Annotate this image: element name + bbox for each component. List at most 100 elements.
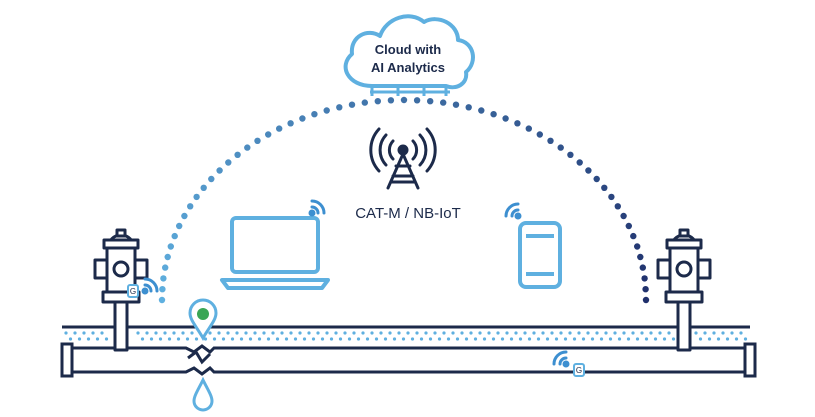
pipe-water-dot <box>523 331 527 335</box>
arc-dot <box>634 243 641 250</box>
pipe-water-dot <box>158 337 163 341</box>
arc-dot <box>625 222 632 230</box>
pipe-water-dot <box>446 337 451 341</box>
arc-dot <box>502 115 509 122</box>
pipe-water-dot <box>392 337 397 341</box>
pipe-water-dot <box>311 337 316 341</box>
arc-dot <box>361 99 368 106</box>
pipe-water-dot <box>73 331 77 335</box>
arc-dot <box>200 184 207 191</box>
arc-dot <box>547 137 554 144</box>
pipe-water-dot <box>217 331 221 335</box>
pipe-water-dot <box>590 337 595 341</box>
pipe-water-dot <box>577 331 581 335</box>
arc-dot <box>490 111 497 118</box>
pipe-water-dot <box>284 337 289 341</box>
pipe-water-dot <box>271 331 275 335</box>
pipe-water-dot <box>482 337 487 341</box>
arc-dot <box>630 232 637 240</box>
pipe-water-dot <box>730 331 734 335</box>
arc-dot <box>208 175 215 183</box>
arc-dot <box>216 167 223 174</box>
pipe-water-dot <box>86 337 91 341</box>
pipe-water-dot <box>307 331 311 335</box>
pipe-water-dot <box>563 337 568 341</box>
wifi-signal-icon <box>504 202 522 220</box>
pipe-water-dot <box>82 331 86 335</box>
arc-dot <box>614 203 621 210</box>
pipe-water-dot <box>343 331 347 335</box>
pipe-water-dot <box>149 337 154 341</box>
pipe-water-dot <box>194 337 199 341</box>
wifi-signal-icon <box>308 199 326 217</box>
arc-dot <box>299 115 306 122</box>
pipe-water-dot <box>527 337 532 341</box>
pipe-water-dot <box>212 337 217 341</box>
pipe-water-dot <box>145 331 149 335</box>
arc-dot <box>641 275 648 282</box>
pipe-water-dot <box>631 331 635 335</box>
arc-dot <box>567 151 574 158</box>
pipe-water-dot <box>536 337 541 341</box>
pipe-water-dot <box>203 337 208 341</box>
pipe-water-dot <box>329 337 334 341</box>
pipe-water-dot <box>374 337 379 341</box>
arc-dot <box>287 120 294 127</box>
laptop-icon <box>220 216 330 290</box>
pipe-water-dot <box>622 331 626 335</box>
pipe-water-dot <box>383 337 388 341</box>
arc-dot <box>254 137 261 144</box>
arc-dot <box>514 120 521 127</box>
arc-dot <box>642 286 649 293</box>
arc-dot <box>160 275 167 282</box>
pipe-water-dot <box>419 337 424 341</box>
pipe-water-dot <box>370 331 374 335</box>
pipe-water-dot <box>289 331 293 335</box>
pipe-water-dot <box>100 331 104 335</box>
pipe-water-dot <box>712 331 716 335</box>
arc-dot <box>158 296 166 304</box>
pipe-water-dot <box>487 331 491 335</box>
arc-dot <box>311 111 318 118</box>
pipe-water-dot <box>167 337 172 341</box>
pipe-water-dot <box>316 331 320 335</box>
pipe-water-dot <box>406 331 410 335</box>
sensor-icon: G <box>573 363 585 377</box>
pipe-water-dot <box>707 337 712 341</box>
pipe-water-dot <box>154 331 158 335</box>
arc-dot <box>348 101 356 108</box>
arc-dot <box>234 151 241 158</box>
pipe-water-dot <box>469 331 473 335</box>
pipe-water-dot <box>293 337 298 341</box>
pipe-water-dot <box>500 337 505 341</box>
pipe-water-dot <box>356 337 361 341</box>
arc-dot <box>167 243 174 250</box>
pipe-water-dot <box>451 331 455 335</box>
pipe-water-dot <box>734 337 739 341</box>
fire-hydrant-icon <box>656 228 712 352</box>
arc-dot <box>323 107 330 114</box>
arc-dot <box>601 184 608 191</box>
pipe-water-dot <box>428 337 433 341</box>
pipe-water-dot <box>581 337 586 341</box>
arc-dot <box>576 159 583 166</box>
pipe-water-dot <box>433 331 437 335</box>
pipe-water-dot <box>698 337 703 341</box>
arc-dot <box>162 264 169 271</box>
arc-dot <box>465 104 472 111</box>
pipe-water-dot <box>743 337 748 341</box>
pipe-water-dot <box>613 331 617 335</box>
pipe-water-dot <box>424 331 428 335</box>
arc-dot <box>159 286 166 293</box>
pipe-water-dot <box>658 331 662 335</box>
pipe-water-dot <box>410 337 415 341</box>
arc-dot <box>557 144 564 151</box>
location-pin-icon <box>188 298 218 341</box>
pipe-water-dot <box>401 337 406 341</box>
pipe-water-dot <box>640 331 644 335</box>
cell-tower-icon <box>369 127 437 190</box>
pipe-water-dot <box>338 337 343 341</box>
arc-dot <box>585 167 592 174</box>
pipe-water-dot <box>550 331 554 335</box>
pipe-water-dot <box>739 331 743 335</box>
